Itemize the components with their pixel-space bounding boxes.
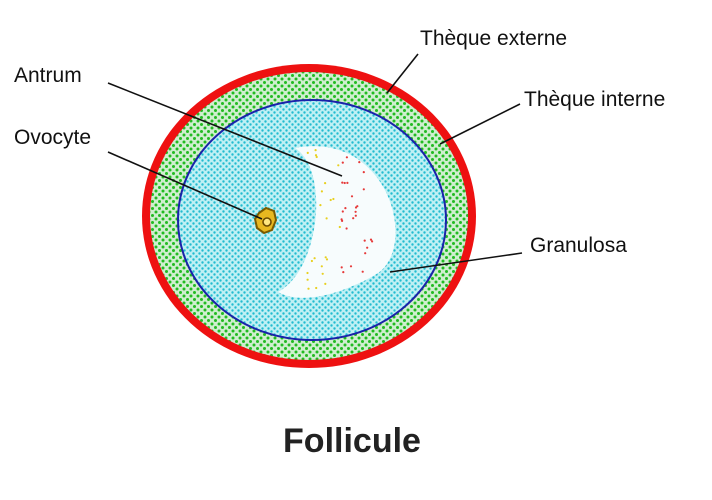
- antrum-dot: [354, 214, 357, 217]
- antrum-dot: [310, 259, 313, 263]
- antrum-dot: [358, 161, 361, 164]
- label-theque-externe: Thèque externe: [420, 27, 567, 50]
- antrum-dot: [349, 265, 353, 268]
- antrum-dot: [341, 181, 344, 184]
- antrum-dot: [346, 181, 349, 184]
- diagram-title: Follicule: [283, 422, 421, 460]
- ovocyte: [253, 206, 278, 235]
- antrum-dot: [315, 286, 318, 290]
- antrum-dot: [362, 188, 365, 191]
- label-ovocyte: Ovocyte: [14, 126, 91, 149]
- theque-interne-leader-line: [439, 103, 521, 145]
- antrum-dot: [325, 258, 329, 261]
- antrum-leader-line: [107, 82, 343, 177]
- granulosa-layer: [178, 100, 446, 340]
- antrum-dot: [324, 282, 327, 285]
- antrum-dot: [337, 164, 340, 167]
- antrum-dot: [324, 182, 327, 185]
- antrum-dot: [306, 151, 309, 154]
- antrum-dot: [341, 210, 344, 213]
- antrum-dot: [306, 271, 309, 275]
- antrum-dot: [314, 149, 317, 152]
- granulosa-leader-line: [389, 252, 523, 273]
- antrum-dot: [325, 217, 328, 220]
- antrum-dot: [329, 198, 332, 202]
- antrum-dot: [314, 154, 318, 157]
- antrum-dot: [361, 270, 364, 273]
- antrum-dot: [350, 195, 354, 198]
- antrum-dot: [320, 190, 323, 193]
- antrum-dot: [307, 287, 310, 290]
- label-antrum: Antrum: [14, 64, 82, 87]
- antrum-dot: [343, 181, 346, 185]
- antrum-dot: [321, 272, 324, 275]
- antrum-dot: [306, 278, 309, 281]
- antrum-dot: [341, 161, 344, 164]
- antrum-dot: [352, 217, 355, 220]
- antrum-dot: [364, 252, 367, 255]
- antrum-dot: [340, 218, 343, 221]
- antrum-dot: [342, 271, 345, 274]
- antrum-dot: [345, 156, 348, 159]
- theque-externe-leader-line: [386, 53, 419, 94]
- antrum-dot: [324, 256, 327, 259]
- antrum-dot: [345, 227, 348, 230]
- antrum-dot: [315, 155, 318, 159]
- antrum-dot: [332, 197, 335, 201]
- antrum-dot: [319, 204, 322, 207]
- antrum-dot: [366, 246, 369, 249]
- label-theque-interne: Thèque interne: [524, 88, 665, 111]
- basal-membrane: [177, 99, 447, 341]
- antrum-dot: [371, 240, 374, 243]
- label-granulosa: Granulosa: [530, 234, 627, 257]
- antrum-dot: [356, 205, 359, 208]
- ovocyte-leader-line: [107, 151, 263, 220]
- antrum-dot: [362, 171, 365, 174]
- antrum-dot: [313, 257, 316, 260]
- antrum-dot: [354, 210, 357, 213]
- antrum-dot: [363, 239, 366, 242]
- antrum-dot: [320, 265, 323, 268]
- antrum-dot: [340, 266, 343, 269]
- antrum-fluid-dots: [299, 149, 392, 290]
- antrum-dot: [338, 225, 341, 229]
- antrum-dot: [369, 238, 373, 241]
- antrum-dot: [344, 207, 347, 210]
- antrum-cavity: [278, 146, 396, 298]
